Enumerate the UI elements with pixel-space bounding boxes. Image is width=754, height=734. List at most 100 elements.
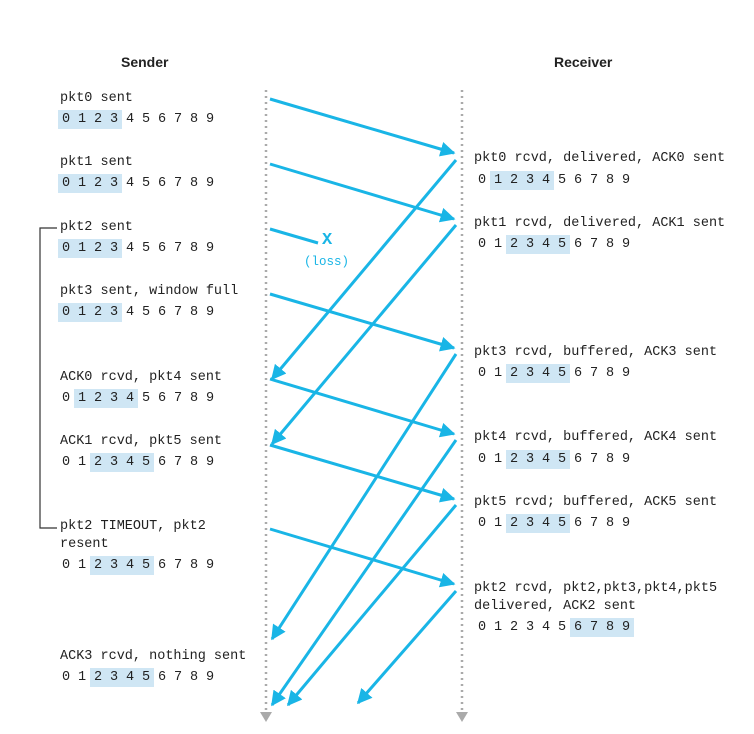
pkt2-resend-arrow: [269, 527, 456, 588]
sequence-number: 3: [106, 389, 122, 408]
sequence-number: 0: [61, 558, 71, 573]
sequence-number: 5: [557, 173, 567, 188]
sequence-number: 3: [106, 303, 122, 322]
sequence-number: 6: [157, 558, 167, 573]
sequence-number: 7: [173, 391, 183, 406]
receiver-event-label: pkt0 rcvd, delivered, ACK0 sent: [474, 151, 726, 166]
sequence-number: 8: [189, 455, 199, 470]
sequence-number: 8: [189, 241, 199, 256]
sequence-number: 3: [106, 556, 122, 575]
sequence-number: 7: [589, 366, 599, 381]
sequence-number: 2: [90, 453, 106, 472]
sequence-number: 2: [90, 668, 106, 687]
sequence-number: 1: [77, 558, 87, 573]
sequence-number: 8: [189, 670, 199, 685]
sequence-number: 0: [61, 391, 71, 406]
sequence-number: 4: [538, 171, 554, 190]
sequence-number: 9: [621, 452, 631, 467]
sequence-number: 9: [205, 112, 215, 127]
sender-event-label: pkt2 TIMEOUT, pkt2 resent: [60, 519, 206, 552]
sequence-number: 0: [58, 239, 74, 258]
sequence-number: 8: [605, 516, 615, 531]
sequence-number: 1: [77, 455, 87, 470]
sender-event-label: pkt1 sent: [60, 155, 133, 170]
loss-mark: X: [322, 231, 333, 250]
sequence-number: 3: [106, 668, 122, 687]
sender-event-label: pkt3 sent, window full: [60, 284, 239, 299]
sequence-number: 2: [90, 556, 106, 575]
sequence-number: 7: [589, 237, 599, 252]
sequence-number: 5: [141, 305, 151, 320]
sequence-number: 7: [589, 173, 599, 188]
ack2-arrow: [356, 590, 458, 705]
sequence-number: 1: [493, 452, 503, 467]
sequence-number: 2: [506, 171, 522, 190]
receiver-event-label: pkt5 rcvd; buffered, ACK5 sent: [474, 495, 718, 510]
pkt4-arrow: [269, 377, 456, 438]
sequence-number: 6: [570, 618, 586, 637]
sequence-number: 9: [205, 558, 215, 573]
sequence-number: 2: [90, 303, 106, 322]
sequence-number: 3: [525, 620, 535, 635]
sequence-number: 2: [90, 239, 106, 258]
sequence-number: 4: [125, 305, 135, 320]
sequence-number: 3: [522, 450, 538, 469]
sequence-number: 5: [138, 668, 154, 687]
sequence-number: 8: [189, 558, 199, 573]
sequence-number: 0: [477, 237, 487, 252]
sequence-number: 3: [522, 171, 538, 190]
sender-timeline-arrowhead: [260, 712, 272, 722]
sequence-number: 8: [189, 112, 199, 127]
sequence-number: 9: [205, 305, 215, 320]
sequence-number: 7: [173, 112, 183, 127]
sequence-number: 4: [125, 241, 135, 256]
sequence-number: 1: [74, 174, 90, 193]
sequence-number: 7: [589, 452, 599, 467]
sequence-number: 1: [490, 171, 506, 190]
sequence-number: 8: [605, 237, 615, 252]
sequence-number: 6: [573, 366, 583, 381]
sequence-number: 6: [573, 237, 583, 252]
sequence-number: 4: [125, 112, 135, 127]
sender-event-label: pkt2 sent: [60, 220, 133, 235]
sequence-number: 8: [189, 176, 199, 191]
sequence-number: 0: [477, 173, 487, 188]
sequence-number: 4: [122, 668, 138, 687]
sequence-number: 3: [106, 110, 122, 129]
sequence-number: 3: [106, 174, 122, 193]
timeout-bracket: [39, 227, 57, 529]
sequence-number: 0: [58, 303, 74, 322]
sequence-number: 7: [173, 558, 183, 573]
sequence-number: 5: [141, 391, 151, 406]
sequence-number: 3: [522, 235, 538, 254]
sequence-number: 7: [173, 241, 183, 256]
sequence-number: 9: [621, 516, 631, 531]
sequence-number: 6: [157, 455, 167, 470]
sequence-number: 3: [106, 239, 122, 258]
sequence-number: 9: [205, 241, 215, 256]
sequence-number: 8: [605, 366, 615, 381]
sequence-number: 5: [138, 453, 154, 472]
sequence-number: 3: [106, 453, 122, 472]
sequence-number: 6: [157, 391, 167, 406]
sequence-number: 0: [477, 366, 487, 381]
sequence-number: 1: [74, 303, 90, 322]
sequence-number: 4: [541, 620, 551, 635]
sequence-number: 0: [61, 455, 71, 470]
sequence-number: 6: [157, 112, 167, 127]
ack4-arrow: [270, 439, 458, 707]
pkt1-arrow: [269, 162, 456, 223]
sequence-number: 2: [90, 174, 106, 193]
sender-event-label: ACK0 rcvd, pkt4 sent: [60, 370, 223, 385]
sequence-number: 5: [554, 235, 570, 254]
sequence-number: 5: [554, 364, 570, 383]
sequence-number: 1: [493, 237, 503, 252]
sender-event-label: pkt0 sent: [60, 91, 133, 106]
sender-event-label: ACK3 rcvd, nothing sent: [60, 649, 247, 664]
